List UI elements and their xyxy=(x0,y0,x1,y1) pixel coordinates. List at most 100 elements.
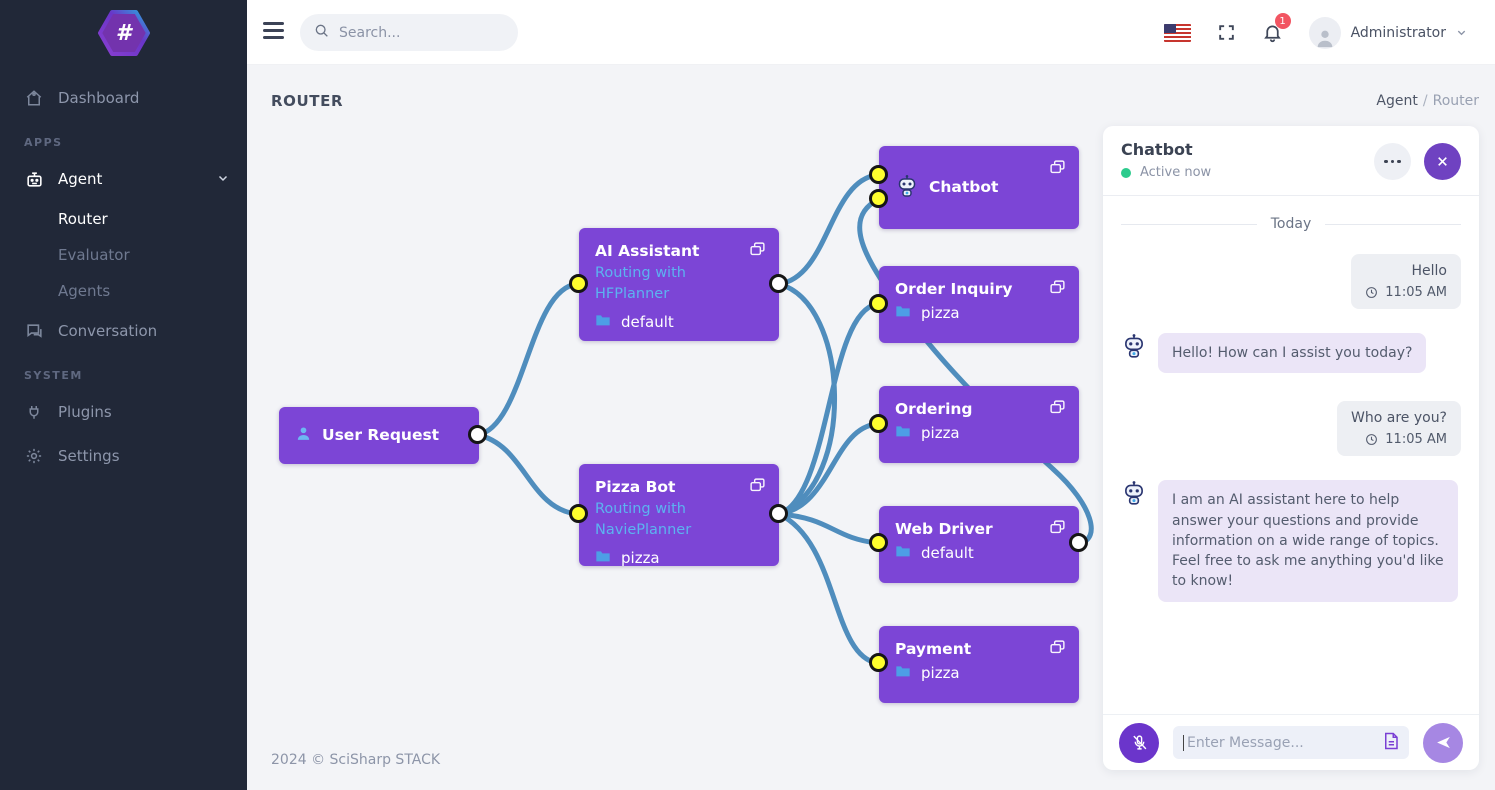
node-title: Payment xyxy=(895,640,972,658)
graph-node-payment[interactable]: Payment pizza xyxy=(879,626,1079,703)
node-title: Pizza Bot xyxy=(595,478,676,496)
edge-webdriver-chatbot xyxy=(857,196,1094,546)
breadcrumb-router: Router xyxy=(1432,93,1479,109)
port-chatbot-in-1[interactable] xyxy=(869,165,888,184)
graph-node-chatbot[interactable]: Chatbot xyxy=(879,146,1079,229)
sidebar-nav: Dashboard APPS Agent Router Evaluator Ag… xyxy=(0,66,247,478)
chat-messages[interactable]: Today Hello 11:05 AM Hello! How can I as… xyxy=(1103,196,1479,714)
send-message-button[interactable] xyxy=(1423,722,1463,763)
node-folder-label: default xyxy=(921,543,974,562)
node-folder-label: pizza xyxy=(921,663,960,682)
avatar xyxy=(1308,16,1341,49)
message-time: 11:05 AM xyxy=(1385,432,1447,448)
section-label-system: SYSTEM xyxy=(24,369,83,382)
message-text: I am an AI assistant here to help answer… xyxy=(1158,480,1458,602)
microphone-mute-button[interactable] xyxy=(1119,722,1159,763)
message-text: Hello xyxy=(1411,263,1448,279)
edge-aiassistant-pizzabot xyxy=(776,281,838,515)
folder-icon xyxy=(895,544,911,562)
breadcrumb-agent[interactable]: Agent xyxy=(1376,93,1418,109)
node-title: Web Driver xyxy=(895,520,993,538)
chat-copy-icon[interactable] xyxy=(1049,159,1066,180)
copyright-text: 2024 © SciSharp STACK xyxy=(271,752,441,768)
chat-close-button[interactable] xyxy=(1424,143,1461,180)
message-input[interactable] xyxy=(1183,734,1375,751)
port-pizzabot-out[interactable] xyxy=(769,504,788,523)
edge-pizzabot-payment xyxy=(776,511,880,666)
chat-footer xyxy=(1103,714,1479,770)
sidebar-item-label: Plugins xyxy=(58,403,112,421)
node-title: AI Assistant xyxy=(595,242,700,260)
gear-icon xyxy=(24,446,44,466)
port-chatbot-in-2[interactable] xyxy=(869,189,888,208)
graph-node-user-request[interactable]: User Request xyxy=(279,407,479,464)
chat-panel: Chatbot Active now Today Hello 11:05 AM xyxy=(1103,126,1479,770)
port-payment-in[interactable] xyxy=(869,653,888,672)
chat-icon xyxy=(24,321,44,341)
chat-copy-icon[interactable] xyxy=(1049,639,1066,660)
node-folder-label: pizza xyxy=(921,423,960,442)
node-folder-label: default xyxy=(621,313,674,332)
mic-off-icon xyxy=(1132,735,1146,750)
graph-node-pizza-bot[interactable]: Pizza Bot Routing with NaviePlanner pizz… xyxy=(579,464,779,568)
language-flag-us-icon[interactable] xyxy=(1163,23,1191,42)
sidebar: # Dashboard APPS Agent Router Evaluator … xyxy=(0,0,247,790)
search-box[interactable] xyxy=(300,14,518,51)
app-logo[interactable]: # xyxy=(0,0,247,66)
edge-userrequest-aiassistant xyxy=(475,281,580,438)
sidebar-item-evaluator[interactable]: Evaluator xyxy=(58,246,130,264)
attach-file-icon[interactable] xyxy=(1383,732,1399,754)
send-icon xyxy=(1436,736,1450,749)
sidebar-item-router[interactable]: Router xyxy=(58,210,108,228)
port-webdriver-in[interactable] xyxy=(869,533,888,552)
port-userrequest-out[interactable] xyxy=(468,425,487,444)
sidebar-item-dashboard[interactable]: Dashboard xyxy=(0,76,247,120)
sidebar-item-settings[interactable]: Settings xyxy=(0,434,247,478)
port-orderinquiry-in[interactable] xyxy=(869,294,888,313)
main-content: ROUTER Agent/Router User Request AI Assi… xyxy=(247,65,1495,790)
graph-node-web-driver[interactable]: Web Driver default xyxy=(879,506,1079,583)
sidebar-item-conversation[interactable]: Conversation xyxy=(0,309,247,353)
port-aiassistant-in[interactable] xyxy=(569,274,588,293)
chat-copy-icon[interactable] xyxy=(1049,519,1066,540)
graph-node-ordering[interactable]: Ordering pizza xyxy=(879,386,1079,463)
logo-hexagon-icon xyxy=(97,10,150,56)
chat-message-user: Who are you? 11:05 AM xyxy=(1121,401,1461,457)
menu-toggle-icon[interactable] xyxy=(263,22,284,39)
node-folder-label: pizza xyxy=(621,549,660,568)
chevron-down-icon xyxy=(1457,30,1466,36)
date-divider: Today xyxy=(1121,216,1461,232)
port-ordering-in[interactable] xyxy=(869,414,888,433)
port-aiassistant-out[interactable] xyxy=(769,274,788,293)
sidebar-item-agents[interactable]: Agents xyxy=(58,282,111,300)
port-webdriver-out[interactable] xyxy=(1069,533,1088,552)
chat-copy-icon[interactable] xyxy=(1049,279,1066,300)
sidebar-item-label: Conversation xyxy=(58,322,158,340)
chat-copy-icon[interactable] xyxy=(749,241,766,262)
graph-node-order-inquiry[interactable]: Order Inquiry pizza xyxy=(879,266,1079,343)
node-title: Order Inquiry xyxy=(895,280,1013,298)
robot-avatar-icon xyxy=(1121,480,1147,510)
chat-copy-icon[interactable] xyxy=(749,477,766,498)
folder-icon xyxy=(895,304,911,322)
robot-avatar-icon xyxy=(1121,333,1147,363)
graph-node-ai-assistant[interactable]: AI Assistant Routing with HFPlanner defa… xyxy=(579,228,779,341)
user-name: Administrator xyxy=(1350,24,1446,41)
port-pizzabot-in[interactable] xyxy=(569,504,588,523)
notifications-bell-icon[interactable]: 1 xyxy=(1262,13,1291,43)
sidebar-item-plugins[interactable]: Plugins xyxy=(0,390,247,434)
node-subtitle: Routing with NaviePlanner xyxy=(595,500,692,539)
user-menu[interactable]: Administrator xyxy=(1308,16,1467,49)
chat-more-button[interactable] xyxy=(1374,143,1411,180)
fullscreen-icon[interactable] xyxy=(1217,23,1236,42)
node-folder-label: pizza xyxy=(921,303,960,322)
sidebar-item-agent[interactable]: Agent xyxy=(0,157,247,201)
chat-title: Chatbot xyxy=(1121,140,1193,159)
search-icon xyxy=(314,23,330,43)
chat-message-bot: I am an AI assistant here to help answer… xyxy=(1121,480,1461,602)
search-input[interactable] xyxy=(339,24,489,41)
chat-copy-icon[interactable] xyxy=(1049,399,1066,420)
message-input-wrap[interactable] xyxy=(1173,726,1409,759)
clock-icon xyxy=(1366,287,1378,298)
robot-icon xyxy=(24,169,44,189)
